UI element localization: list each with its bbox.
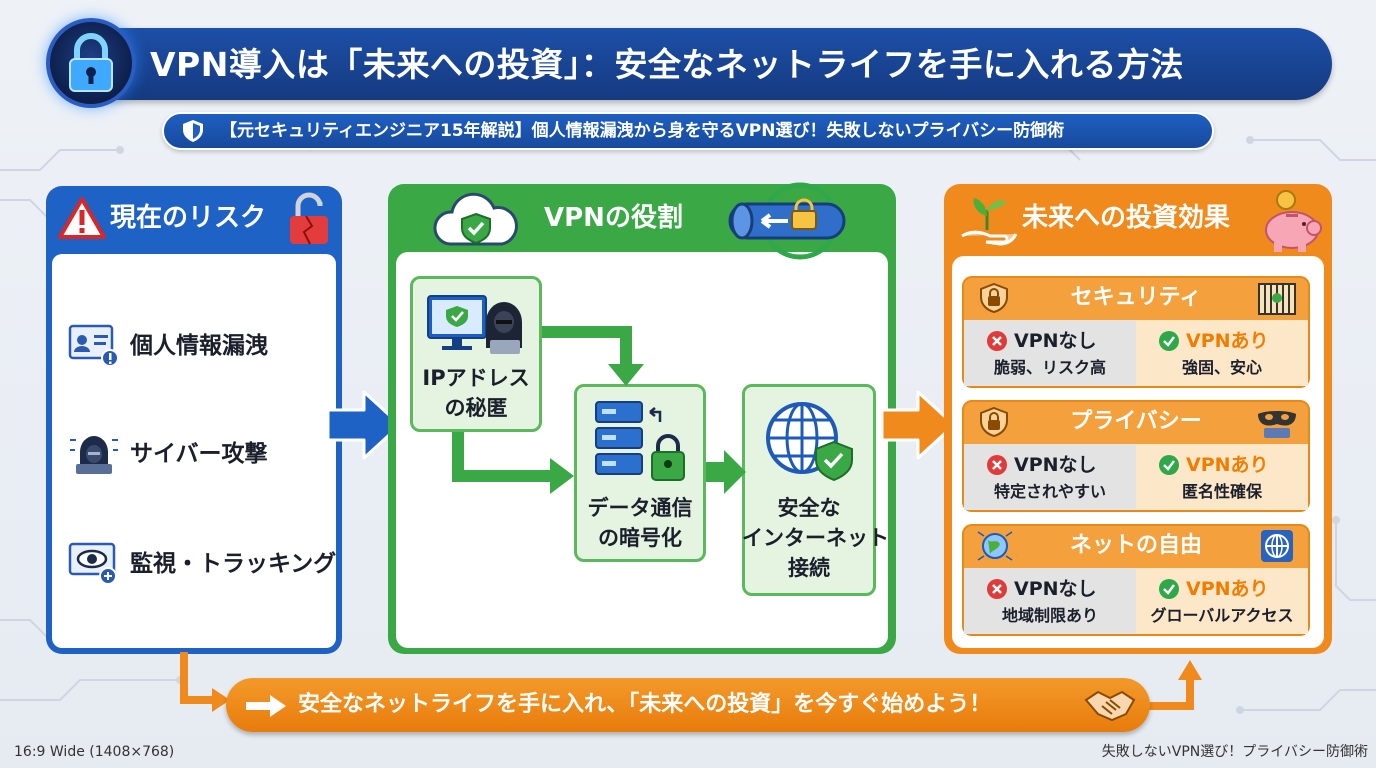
globe-shield-icon (766, 402, 853, 482)
with-vpn-label: VPNあり (1186, 454, 1269, 476)
server-lock-icon (595, 401, 685, 481)
cta-banner (226, 678, 1150, 732)
footer-left: 16:9 Wide (1408×768) (14, 744, 175, 760)
cross-icon (987, 579, 1007, 599)
with-vpn-cell (1136, 320, 1308, 386)
piggy-bank-icon (1265, 190, 1322, 252)
without-vpn-text: 特定されやすい (993, 482, 1106, 501)
connector-arrow-left (180, 652, 230, 712)
effect-card-heading: プライバシー (1070, 409, 1202, 434)
hacker-icon (70, 436, 118, 474)
without-vpn-cell (964, 444, 1136, 510)
vpn-step-label: の秘匿 (444, 396, 508, 420)
without-vpn-label: VPNなし (1014, 454, 1097, 476)
arrow-right-icon (880, 390, 956, 460)
subtitle: 【元セキュリティエンジニア15年解説】個人情報漏洩から身を守るVPN選び！失敗し… (220, 121, 1065, 141)
without-vpn-cell (964, 568, 1136, 634)
padlock-icon (69, 33, 113, 92)
lock-shield-icon (980, 282, 1008, 314)
with-vpn-text: グローバルアクセス (1150, 606, 1294, 625)
vpn-step-label: データ通信 (587, 496, 693, 520)
padlock-badge (46, 18, 136, 108)
vpn-step-label: インターネット (742, 526, 889, 550)
with-vpn-cell (1136, 568, 1308, 634)
flow-arrows (452, 326, 746, 494)
without-vpn-label: VPNなし (1014, 330, 1097, 352)
check-icon (1159, 455, 1179, 475)
subtitle-pill (162, 112, 1214, 150)
check-icon (1159, 579, 1179, 599)
risk-panel-title: 現在のリスク (110, 203, 267, 233)
plant-hand-icon (961, 198, 1018, 246)
risk-item-label: 個人情報漏洩 (130, 333, 268, 359)
effect-card-heading: セキュリティ (1070, 285, 1202, 310)
arrow-right-icon (326, 390, 402, 460)
check-icon (1159, 331, 1179, 351)
broken-lock-icon (290, 192, 328, 245)
without-vpn-cell (964, 320, 1136, 386)
fortress-gate-icon (1258, 283, 1296, 315)
effect-panel-title: 未来への投資効果 (1022, 203, 1231, 233)
vpn-step-label: 接続 (788, 556, 830, 580)
page-title: VPN導入は「未来への投資」：安全なネットライフを手に入れる方法 (150, 45, 1184, 84)
with-vpn-label: VPNあり (1186, 578, 1269, 600)
handshake-icon (1084, 690, 1136, 722)
world-network-icon (977, 531, 1013, 561)
hidden-user-icon (427, 295, 522, 354)
vpn-step-label: の暗号化 (598, 526, 682, 550)
without-vpn-text: 脆弱、リスク高 (993, 358, 1106, 377)
shield-icon (183, 120, 203, 142)
risk-item-label: サイバー攻撃 (130, 441, 268, 467)
without-vpn-label: VPNなし (1014, 578, 1097, 600)
vpn-panel-title: VPNの役割 (544, 203, 683, 233)
encrypted-tunnel-icon (728, 182, 846, 260)
warning-icon (58, 197, 106, 239)
cross-icon (987, 455, 1007, 475)
with-vpn-cell (1136, 444, 1308, 510)
with-vpn-text: 強固、安心 (1181, 358, 1262, 377)
vpn-step-label: IPアドレス (422, 366, 530, 390)
with-vpn-label: VPNあり (1186, 330, 1269, 352)
cross-icon (987, 331, 1007, 351)
cloud-shield-icon (433, 192, 518, 246)
cta-text: 安全なネットライフを手に入れ、「未来への投資」を今すぐ始めよう！ (298, 692, 992, 717)
header-bar (78, 28, 1332, 100)
vpn-step-label: 安全な (777, 496, 841, 520)
eye-icon (68, 542, 117, 585)
connector-arrow-right (1146, 660, 1202, 710)
globe-grid-icon (1261, 530, 1293, 562)
arrow-right-icon (246, 695, 286, 717)
mask-icon (1258, 411, 1296, 438)
with-vpn-text: 匿名性確保 (1181, 482, 1262, 501)
effect-card-heading: ネットの自由 (1069, 533, 1202, 558)
risk-item-label: 監視・トラッキング (130, 551, 337, 577)
footer-right: 失敗しないVPN選び！プライバシー防御術 (1101, 744, 1368, 760)
lock-shield-icon (980, 406, 1008, 438)
without-vpn-text: 地域制限あり (1001, 606, 1098, 625)
id-card-icon (68, 324, 119, 367)
